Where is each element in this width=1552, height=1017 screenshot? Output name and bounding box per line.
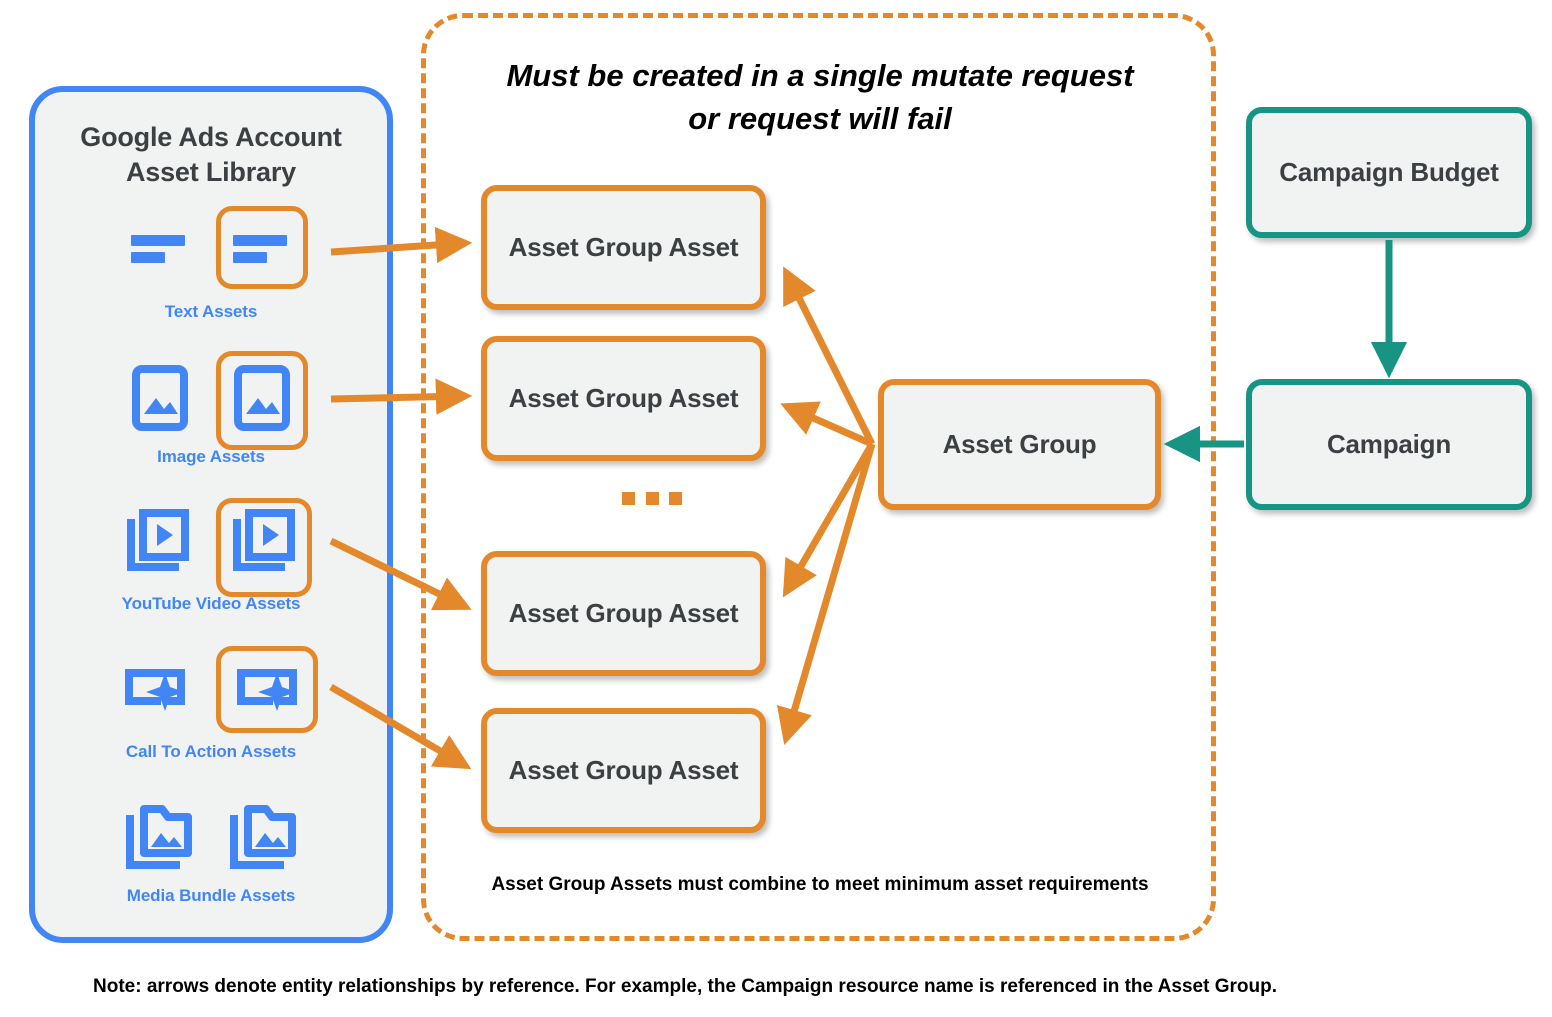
asset-library-title-line1: Google Ads Account xyxy=(80,122,342,152)
asset-label-image: Image Assets xyxy=(157,447,265,466)
ellipsis-dot xyxy=(645,492,659,505)
text-asset-icon-selected[interactable] xyxy=(216,206,309,289)
mutate-heading-line1: Must be created in a single mutate reque… xyxy=(506,58,1134,93)
youtube-video-asset-icon-selected[interactable] xyxy=(216,498,313,597)
asset-row-image: Image Assets xyxy=(35,351,387,467)
ellipsis-dot xyxy=(622,492,635,505)
ellipsis-indicator xyxy=(622,492,682,506)
combine-requirements-note: Asset Group Assets must combine to meet … xyxy=(491,874,1149,895)
asset-row-text: Text Assets xyxy=(35,206,387,322)
campaign-budget-label: Campaign Budget xyxy=(1279,156,1499,187)
asset-label-text: Text Assets xyxy=(164,302,258,321)
mutate-request-heading: Must be created in a single mutate reque… xyxy=(440,55,1200,141)
diagram-footnote: Note: arrows denote entity relationships… xyxy=(93,976,1277,997)
asset-label-youtube-video: YouTube Video Assets xyxy=(121,594,301,613)
asset-group-asset-label: Asset Group Asset xyxy=(508,231,739,262)
asset-group-label: Asset Group xyxy=(942,428,1097,459)
asset-row-call-to-action: Call To Action Assets xyxy=(35,646,387,762)
campaign-budget-box[interactable]: Campaign Budget xyxy=(1246,107,1532,238)
asset-group-asset-box[interactable]: Asset Group Asset xyxy=(481,336,766,461)
asset-library-panel: Google Ads Account Asset Library xyxy=(29,86,393,943)
asset-group-asset-box[interactable]: Asset Group Asset xyxy=(481,551,766,676)
asset-label-call-to-action: Call To Action Assets xyxy=(125,742,297,761)
asset-label-media-bundle: Media Bundle Assets xyxy=(126,886,296,905)
youtube-video-asset-icon xyxy=(110,498,206,597)
text-asset-icon-pair xyxy=(35,206,387,298)
asset-library-title: Google Ads Account Asset Library xyxy=(35,120,387,190)
campaign-box[interactable]: Campaign xyxy=(1246,379,1532,510)
asset-group-box[interactable]: Asset Group xyxy=(878,379,1161,510)
media-bundle-asset-icon-pair xyxy=(35,790,387,882)
asset-group-asset-box[interactable]: Asset Group Asset xyxy=(481,708,766,833)
asset-group-asset-label: Asset Group Asset xyxy=(508,597,739,628)
image-asset-icon xyxy=(114,351,206,450)
asset-group-asset-label: Asset Group Asset xyxy=(508,382,739,413)
call-to-action-asset-icon-selected[interactable] xyxy=(216,646,319,733)
call-to-action-asset-icon xyxy=(104,646,206,733)
asset-row-youtube-video: YouTube Video Assets xyxy=(35,498,387,614)
ellipsis-dot xyxy=(669,492,682,505)
asset-group-asset-box[interactable]: Asset Group Asset xyxy=(481,185,766,310)
media-bundle-asset-icon-second xyxy=(213,790,313,893)
asset-row-media-bundle: Media Bundle Assets xyxy=(35,790,387,906)
campaign-label: Campaign xyxy=(1326,428,1452,459)
call-to-action-asset-icon-pair xyxy=(35,646,387,738)
image-asset-icon-pair xyxy=(35,351,387,450)
asset-group-asset-label: Asset Group Asset xyxy=(508,754,739,785)
asset-library-title-line2: Asset Library xyxy=(126,157,296,188)
youtube-video-asset-icon-pair xyxy=(35,498,387,597)
media-bundle-asset-icon xyxy=(109,790,209,893)
text-asset-icon xyxy=(114,206,206,289)
image-asset-icon-selected[interactable] xyxy=(216,351,309,450)
mutate-heading-line2: or request will fail xyxy=(688,100,952,136)
